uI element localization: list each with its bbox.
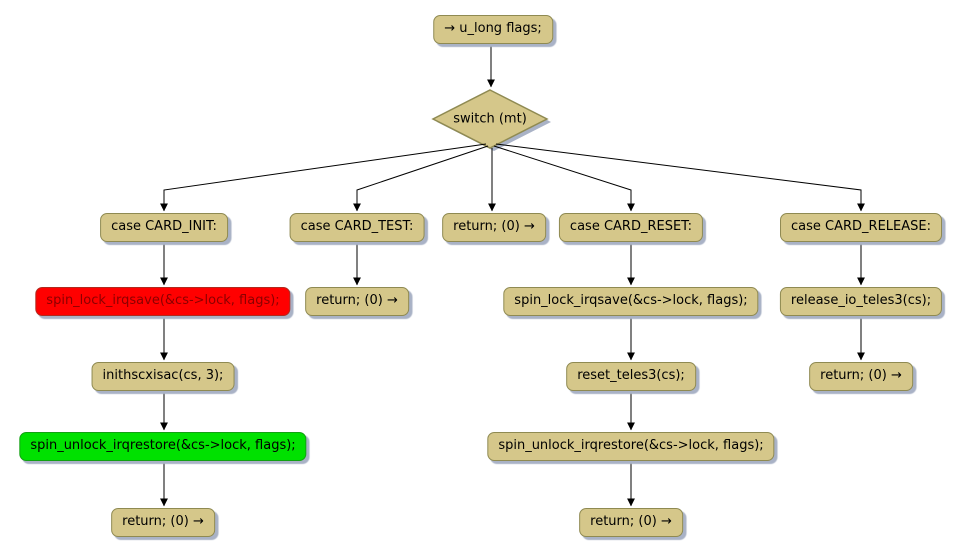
edge-switch-to-card-init — [160, 143, 487, 212]
edge-switch-to-card-reset — [493, 145, 635, 212]
inithscxisac-node: inithscxisac(cs, 3); — [91, 362, 235, 391]
spin-unlock-irqrestore-reset-node: spin_unlock_irqrestore(&cs->lock, flags)… — [487, 432, 775, 461]
switch-decision-label: switch (mt) — [453, 111, 527, 127]
case-card-reset-node: case CARD_RESET: — [558, 213, 704, 242]
return-release-node: return; (0) → — [809, 362, 913, 391]
switch-diamond-shape — [431, 89, 549, 149]
return-reset-node: return; (0) → — [579, 508, 683, 537]
case-card-init-node: case CARD_INIT: — [100, 213, 228, 242]
edge-switch-to-card-release — [495, 143, 865, 212]
release-io-teles3-node: release_io_teles3(cs); — [779, 287, 943, 316]
spin-lock-irqsave-reset-node: spin_lock_irqsave(&cs->lock, flags); — [503, 287, 759, 316]
return-test-node: return; (0) → — [305, 287, 409, 316]
case-card-release-node: case CARD_RELEASE: — [780, 213, 942, 242]
edge-switch-to-card-test — [353, 145, 489, 212]
case-card-test-node: case CARD_TEST: — [289, 213, 425, 242]
default-return-node: return; (0) → — [442, 213, 546, 242]
start-activity-node: → u_long flags; — [433, 15, 553, 44]
spin-unlock-irqrestore-init-node: spin_unlock_irqrestore(&cs->lock, flags)… — [19, 432, 307, 461]
reset-teles3-node: reset_teles3(cs); — [566, 362, 696, 391]
return-init-node: return; (0) → — [111, 508, 215, 537]
spin-lock-irqsave-init-node: spin_lock_irqsave(&cs->lock, flags); — [35, 287, 291, 316]
